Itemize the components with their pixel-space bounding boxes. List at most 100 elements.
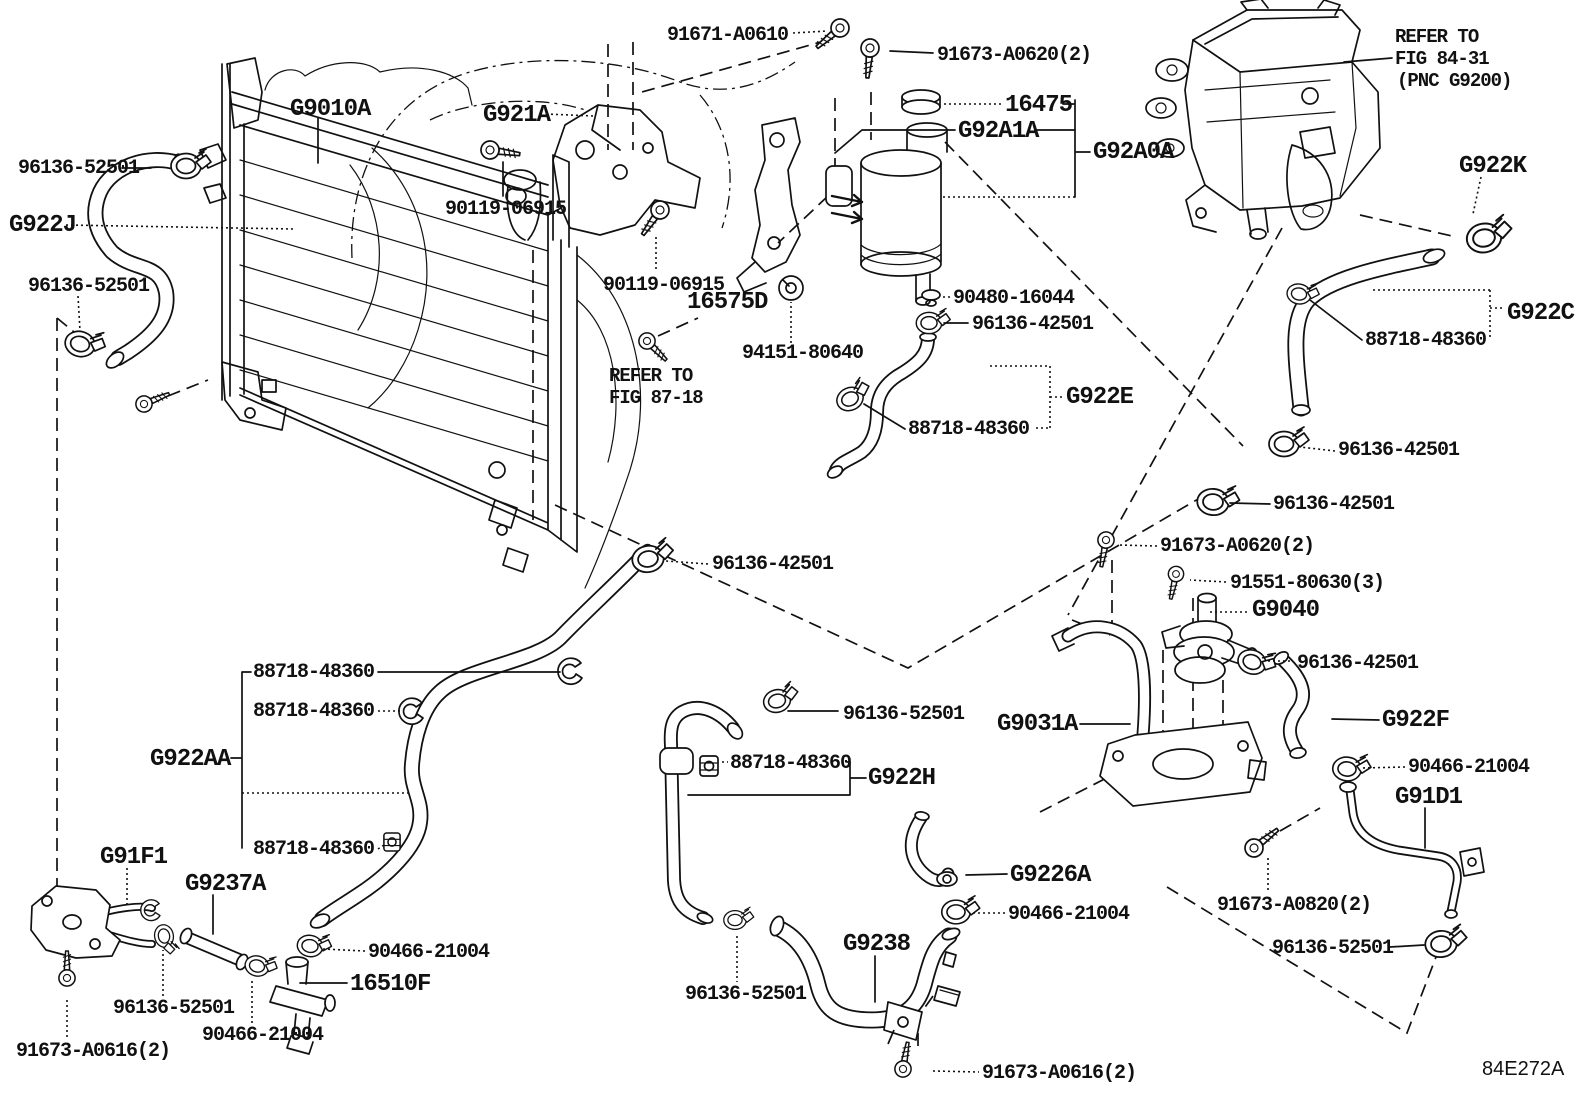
radiator-artwork bbox=[199, 57, 642, 589]
part-label-90119-06915-b: 90119-06915 bbox=[603, 274, 724, 297]
part-label-g9238: G9238 bbox=[843, 931, 911, 958]
part-label-96136-52501-b: 96136-52501 bbox=[28, 275, 150, 298]
cap-90480-artwork bbox=[921, 289, 941, 301]
pipe-g91d1 bbox=[1347, 787, 1461, 915]
part-label-g922j: G922J bbox=[9, 212, 76, 239]
screw-91673-a0820 bbox=[1240, 821, 1285, 862]
part-label-g9040: G9040 bbox=[1252, 597, 1320, 624]
part-label-90480-16044: 90480-16044 bbox=[953, 287, 1075, 310]
leader-lines bbox=[65, 30, 1504, 1073]
part-label-g922k: G922K bbox=[1459, 153, 1528, 180]
hose-g922f bbox=[1277, 654, 1309, 757]
pipe-g91f1 bbox=[102, 904, 155, 915]
part-label-g91f1: G91F1 bbox=[100, 844, 168, 871]
part-label-g92a1a: G92A1A bbox=[958, 118, 1040, 145]
part-label-96136-42501-rad: 96136-42501 bbox=[712, 553, 834, 576]
clamp-96136-52501-bl bbox=[152, 922, 181, 957]
part-label-16575d: 16575D bbox=[687, 289, 768, 316]
part-label-90466-21004-l: 90466-21004 bbox=[368, 941, 490, 964]
part-label-91673-a0616-a: 91673-A0616(2) bbox=[16, 1040, 170, 1063]
part-label-91673-a0620-a: 91673-A0620(2) bbox=[937, 44, 1091, 67]
inverter-assembly-artwork bbox=[1145, 0, 1381, 240]
clamp-96136-42501-r2 bbox=[1195, 481, 1242, 519]
part-label-88718-48360-aa1: 88718-48360 bbox=[253, 661, 374, 684]
note-refer-right-2: FIG 84-31 bbox=[1395, 48, 1489, 70]
flange-g91f1-artwork bbox=[30, 885, 121, 959]
part-labels: G9010A91671-A061091673-A0620(2)16475G92A… bbox=[9, 24, 1576, 1085]
clamp-88718-48360-e bbox=[830, 374, 876, 416]
note-refer-right-3: (PNC G9200) bbox=[1397, 70, 1511, 92]
part-label-g922h: G922H bbox=[868, 765, 935, 792]
part-label-91671-a0610: 91671-A0610 bbox=[667, 24, 788, 47]
part-label-88718-48360-c: 88718-48360 bbox=[1365, 329, 1486, 352]
part-label-88718-48360-e: 88718-48360 bbox=[908, 418, 1029, 441]
part-label-16475: 16475 bbox=[1005, 92, 1073, 119]
part-label-g922aa: G922AA bbox=[150, 746, 232, 773]
engine-outline bbox=[264, 59, 796, 409]
figure-code: 84E272A bbox=[1482, 1058, 1565, 1080]
part-label-g92a0a: G92A0A bbox=[1093, 139, 1175, 166]
clip-88718-48360-aa3 bbox=[383, 832, 401, 852]
hose-g9237a bbox=[183, 933, 245, 965]
part-label-91551-80630: 91551-80630(3) bbox=[1230, 572, 1384, 595]
clamp-g922k bbox=[1462, 212, 1516, 257]
pipe-bracket-g9238-artwork bbox=[883, 951, 961, 1045]
part-label-96136-42501-r2: 96136-42501 bbox=[1273, 493, 1395, 516]
clip-88718-48360-h bbox=[699, 755, 719, 777]
part-label-g922c: G922C bbox=[1507, 300, 1575, 327]
screw-91551-80630 bbox=[1162, 564, 1186, 602]
clamp-90466-21004-l bbox=[294, 928, 335, 961]
part-label-91673-a0616-b: 91673-A0616(2) bbox=[982, 1062, 1136, 1085]
valve-16510f-artwork bbox=[269, 956, 336, 1055]
hose-g922j bbox=[89, 153, 185, 365]
clip-88718-48360-aa1 bbox=[557, 657, 583, 686]
part-label-90466-21004-r: 90466-21004 bbox=[1408, 756, 1530, 779]
clamp-96136-52501-b bbox=[61, 322, 110, 364]
part-label-90119-06915-a: 90119-06915 bbox=[445, 198, 566, 221]
bracket-g921a-artwork bbox=[552, 104, 701, 236]
clamp-96136-52501-br bbox=[1422, 923, 1470, 960]
part-label-g921a: G921A bbox=[483, 102, 552, 129]
clamp-96136-42501-r1 bbox=[1268, 426, 1310, 458]
part-label-96136-42501-r1: 96136-42501 bbox=[1338, 439, 1460, 462]
pump-bracket-g9031a-artwork bbox=[1051, 620, 1267, 807]
part-label-g91d1: G91D1 bbox=[1395, 784, 1463, 811]
screw-91673-a0620-a bbox=[857, 37, 881, 80]
clamp-90466-21004-r bbox=[1330, 750, 1373, 784]
clamp-90466-21004-l2 bbox=[242, 949, 281, 982]
part-label-96136-42501-tank: 96136-42501 bbox=[972, 313, 1094, 336]
part-label-96136-52501-c: 96136-52501 bbox=[843, 703, 965, 726]
part-label-90466-21004-c: 90466-21004 bbox=[1008, 903, 1130, 926]
part-label-90466-21004-l2: 90466-21004 bbox=[202, 1024, 324, 1047]
part-label-g9010a: G9010A bbox=[290, 96, 372, 123]
hose-g922h bbox=[663, 701, 740, 925]
clamp-96136-52501-c bbox=[759, 679, 803, 717]
hose-g9238 bbox=[771, 921, 956, 1027]
part-label-88718-48360-aa2: 88718-48360 bbox=[253, 700, 374, 723]
bracket-16575d-artwork bbox=[736, 117, 801, 293]
part-label-88718-48360-aa3: 88718-48360 bbox=[253, 838, 374, 861]
part-label-96136-52501-br: 96136-52501 bbox=[1272, 937, 1394, 960]
note-refer-center-2: FIG 87-18 bbox=[609, 387, 703, 409]
part-label-94151-80640: 94151-80640 bbox=[742, 342, 863, 365]
clamp-96136-42501-tank bbox=[915, 307, 951, 335]
note-refer-center-1: REFER TO bbox=[609, 365, 693, 387]
note-refer-right-1: REFER TO bbox=[1395, 26, 1479, 48]
clamp-90466-21004-c bbox=[940, 895, 981, 925]
part-label-g9226a: G9226A bbox=[1010, 862, 1092, 889]
clamp-96136-52501-a bbox=[170, 148, 212, 180]
part-label-g9031a: G9031A bbox=[997, 711, 1079, 738]
reservoir-tank-artwork bbox=[825, 89, 948, 307]
part-label-96136-52501-bc: 96136-52501 bbox=[685, 983, 807, 1006]
part-label-88718-48360-h: 88718-48360 bbox=[730, 752, 851, 775]
hose-g922aa bbox=[315, 549, 650, 926]
part-label-91673-a0820: 91673-A0820(2) bbox=[1217, 894, 1371, 917]
screw-refer-left bbox=[132, 385, 173, 416]
screw-91673-a0616-b bbox=[892, 1040, 917, 1080]
part-label-96136-52501-a: 96136-52501 bbox=[18, 157, 140, 180]
part-label-g922f: G922F bbox=[1382, 707, 1449, 734]
screw-91671-a0610 bbox=[810, 14, 854, 56]
part-label-16510f: 16510F bbox=[350, 971, 430, 998]
